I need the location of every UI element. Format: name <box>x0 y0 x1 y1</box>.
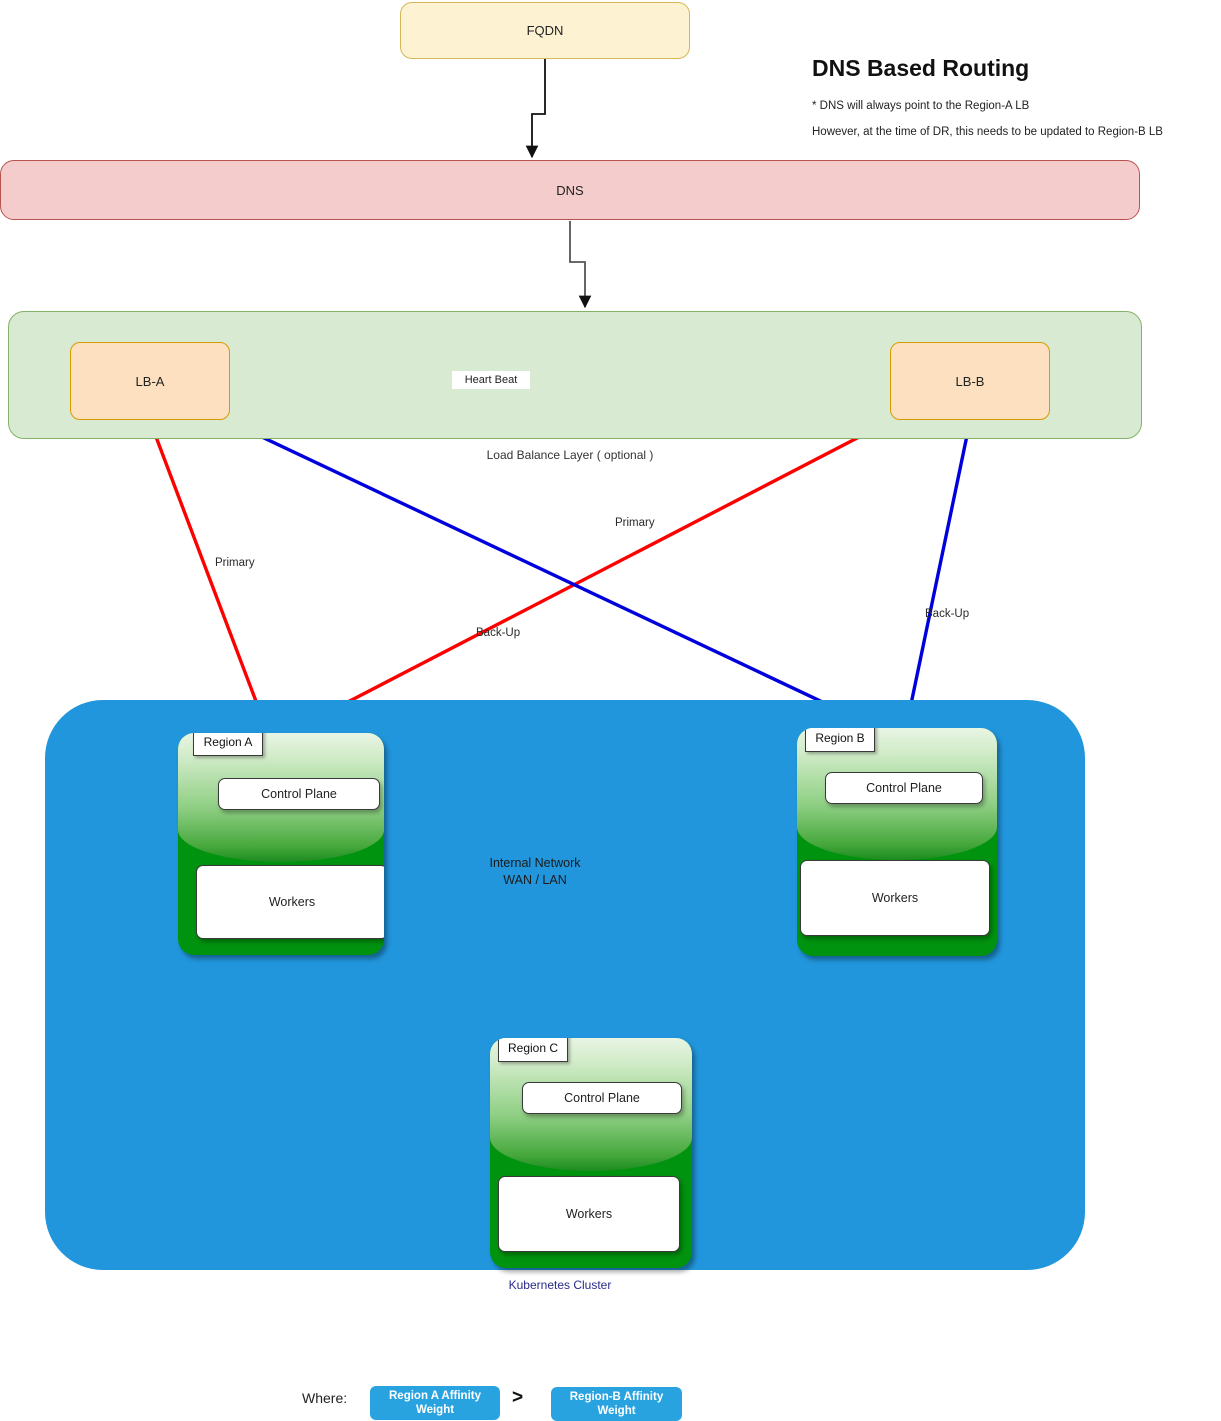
region-a-panel[interactable]: Region A Control Plane Workers <box>178 733 384 955</box>
region-b-tag: Region B <box>805 728 875 752</box>
legend-greater-than-symbol: > <box>512 1387 524 1408</box>
fqdn-node[interactable]: FQDN <box>400 2 690 59</box>
lb-b-node[interactable]: LB-B <box>890 342 1050 420</box>
connector-dns-to-lb <box>569 221 592 309</box>
legend-where-label: Where: <box>302 1390 348 1406</box>
edge-label-primary-b: Primary <box>615 517 655 529</box>
region-c-control-plane[interactable]: Control Plane <box>522 1082 682 1114</box>
connector-fqdn-to-dns <box>525 59 546 159</box>
region-c-workers[interactable]: Workers <box>498 1176 680 1252</box>
connector-lba-backup-regionb <box>227 419 892 736</box>
region-a-control-plane[interactable]: Control Plane <box>218 778 380 810</box>
kubernetes-cluster-label: Kubernetes Cluster <box>508 1278 612 1292</box>
region-c-tag: Region C <box>498 1038 568 1062</box>
connector-lba-primary-regiona <box>148 420 272 737</box>
note-dr-region-b: However, at the time of DR, this needs t… <box>812 126 1163 138</box>
internal-network-line-2: WAN / LAN <box>503 873 567 887</box>
legend-region-b-affinity-badge: Region-B Affinity Weight <box>551 1387 682 1421</box>
region-c-panel[interactable]: Region C Control Plane Workers <box>490 1038 692 1268</box>
region-b-workers[interactable]: Workers <box>800 860 990 936</box>
internal-network-line-1: Internal Network <box>489 856 581 870</box>
lb-a-node[interactable]: LB-A <box>70 342 230 420</box>
heartbeat-label: Heart Beat <box>452 371 530 389</box>
dns-node[interactable]: DNS <box>0 160 1140 220</box>
region-a-workers[interactable]: Workers <box>196 865 384 939</box>
connector-lbb-regionb <box>898 420 972 737</box>
edge-label-backup-a: Back-Up <box>476 627 521 639</box>
connector-lbb-backup-regiona <box>284 419 891 735</box>
internal-network-label: Internal Network WAN / LAN <box>455 855 615 899</box>
region-b-control-plane[interactable]: Control Plane <box>825 772 983 804</box>
page-title: DNS Based Routing <box>812 55 1030 81</box>
edge-label-backup-b: Back-Up <box>925 608 970 620</box>
region-b-panel[interactable]: Region B Control Plane Workers <box>797 728 997 956</box>
region-a-tag: Region A <box>193 733 263 756</box>
note-dns-region-a: * DNS will always point to the Region-A … <box>812 100 1030 112</box>
edge-label-primary-a: Primary <box>215 557 255 569</box>
legend-region-a-affinity-badge: Region A Affinity Weight <box>370 1386 500 1420</box>
load-balance-layer-label: Load Balance Layer ( optional ) <box>486 448 654 462</box>
